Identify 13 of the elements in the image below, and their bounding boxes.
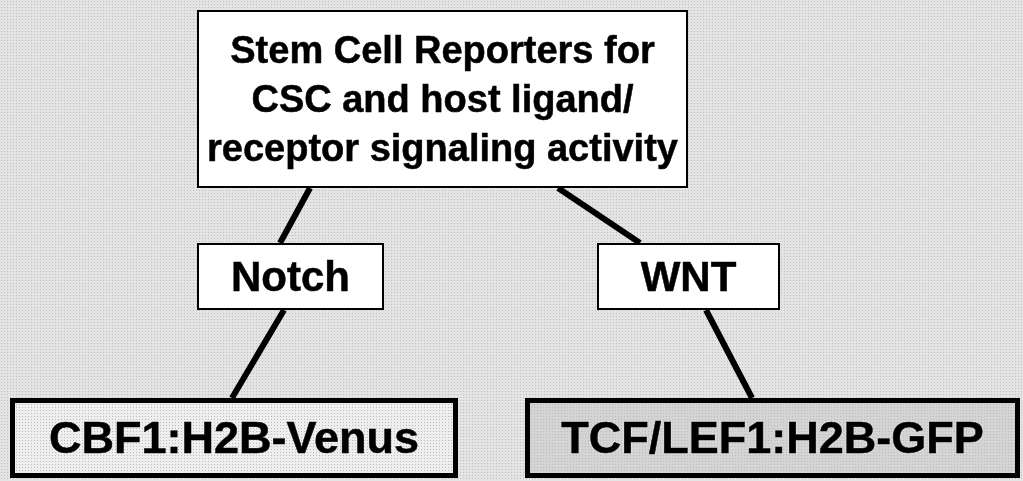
pathway-box [197, 243, 384, 310]
connector-line [229, 308, 287, 400]
node-label: Stem Cell Reporters for CSC and host ligand/ receptor signaling activity [206, 27, 679, 171]
connector-line [277, 186, 313, 245]
node-label: TCF/LEF1:H2B-GFP [561, 413, 984, 463]
node-label: WNT [640, 252, 737, 301]
title-box [197, 10, 688, 188]
node-label: Notch [231, 252, 350, 301]
reporter-box [525, 398, 1020, 478]
pathway-box [597, 243, 780, 310]
connector-line [703, 308, 755, 400]
reporter-box [10, 398, 458, 478]
node-label: CBF1:H2B-Venus [48, 413, 420, 463]
